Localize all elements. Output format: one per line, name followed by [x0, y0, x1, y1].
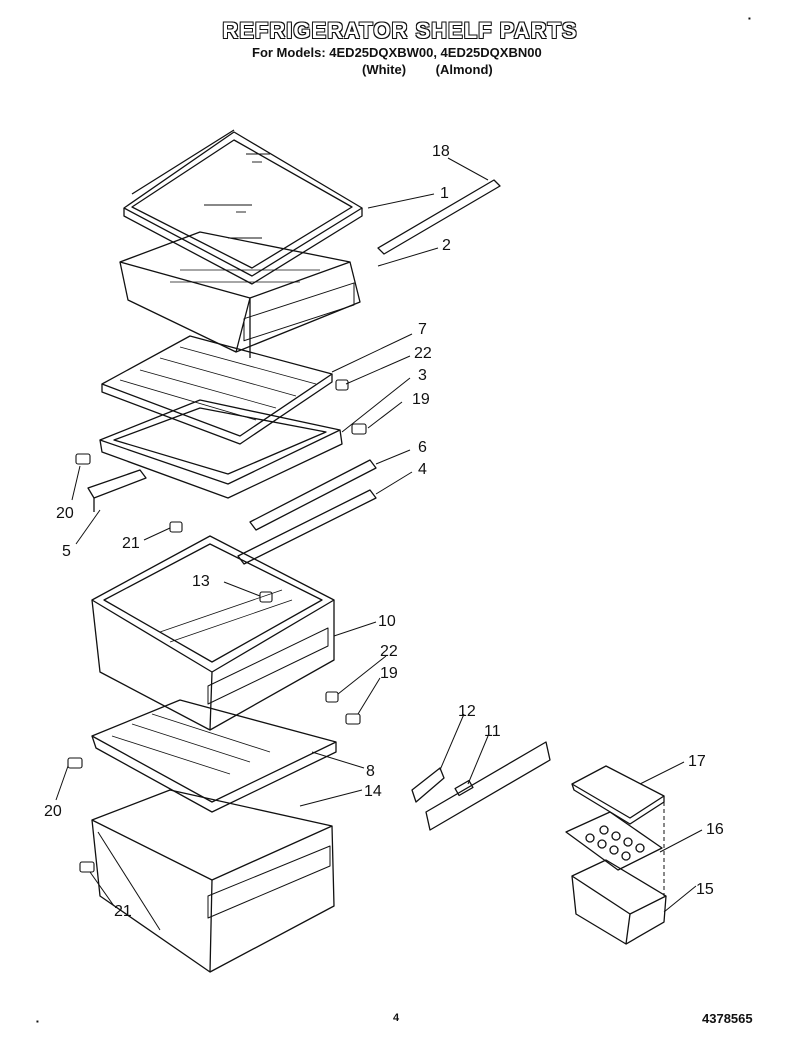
part-21-fastener-upper	[169, 521, 183, 533]
part-17-bin-lid	[571, 765, 665, 825]
page-title: REFRIGERATOR SHELF PARTS	[222, 18, 578, 43]
callout-21: 21	[122, 535, 140, 552]
part-4-rail	[237, 489, 377, 565]
part-19-fastener-upper	[351, 423, 367, 435]
callout-20: 20	[56, 505, 74, 522]
callout-19: 19	[380, 665, 398, 682]
corner-mark: ▪	[36, 1017, 39, 1026]
part-8-drawer-cover	[91, 699, 337, 813]
callout-10: 10	[378, 613, 396, 630]
part-3-shelf-frame	[99, 399, 343, 499]
part-20-fastener-lower	[67, 757, 83, 769]
corner-mark: ▪	[748, 14, 751, 23]
part-20-fastener-upper	[75, 453, 91, 465]
callout-18: 18	[432, 143, 450, 160]
callout-1: 1	[440, 185, 449, 202]
callout-labels: 18 1 2 7 22 3 19 6 4 20 5 21 13 10 22 19…	[44, 143, 724, 920]
variant-almond: (Almond)	[435, 62, 493, 77]
part-2-upper-drawer	[119, 231, 361, 358]
color-variants: (White) (Almond)	[362, 62, 493, 77]
part-1-glass-shelf	[123, 129, 363, 285]
callout-21: 21	[114, 903, 132, 920]
part-15-bin	[571, 859, 667, 945]
callout-19: 19	[412, 391, 430, 408]
part-10-crisper-drawer	[91, 535, 335, 731]
callout-11: 11	[484, 723, 501, 740]
fasteners	[67, 379, 367, 873]
callout-22: 22	[380, 643, 398, 660]
callout-5: 5	[62, 543, 71, 560]
callout-4: 4	[418, 461, 427, 478]
part-19-fastener-lower	[345, 713, 361, 725]
callout-7: 7	[418, 321, 427, 338]
part-18-rail	[377, 179, 501, 255]
callout-6: 6	[418, 439, 427, 456]
callout-15: 15	[696, 881, 714, 898]
document-code: 4378565	[702, 1011, 753, 1026]
part-11-bracket-rail	[425, 741, 551, 831]
callout-8: 8	[366, 763, 375, 780]
model-numbers: For Models: 4ED25DQXBW00, 4ED25DQXBN00	[252, 45, 542, 60]
part-5-side-rail	[87, 469, 147, 512]
page-number: 4	[393, 1012, 400, 1024]
part-7-shelf-insert	[101, 335, 333, 445]
callout-3: 3	[418, 367, 427, 384]
callout-12: 12	[458, 703, 476, 720]
callout-16: 16	[706, 821, 724, 838]
part-22-fastener-lower	[325, 691, 339, 703]
leader-lines	[55, 157, 703, 913]
callout-2: 2	[442, 237, 451, 254]
part-21-fastener-lower	[79, 861, 95, 873]
part-12-bracket	[411, 767, 445, 803]
part-16-egg-tray	[565, 811, 663, 871]
variant-white: (White)	[362, 62, 407, 77]
part-14-lower-drawer	[91, 789, 335, 973]
part-22-fastener-upper	[335, 379, 349, 391]
callout-20: 20	[44, 803, 62, 820]
callout-14: 14	[364, 783, 382, 800]
callout-17: 17	[688, 753, 706, 770]
part-13-fastener	[259, 591, 273, 603]
part-6-rail	[249, 459, 377, 531]
callout-13: 13	[192, 573, 210, 590]
callout-22: 22	[414, 345, 432, 362]
